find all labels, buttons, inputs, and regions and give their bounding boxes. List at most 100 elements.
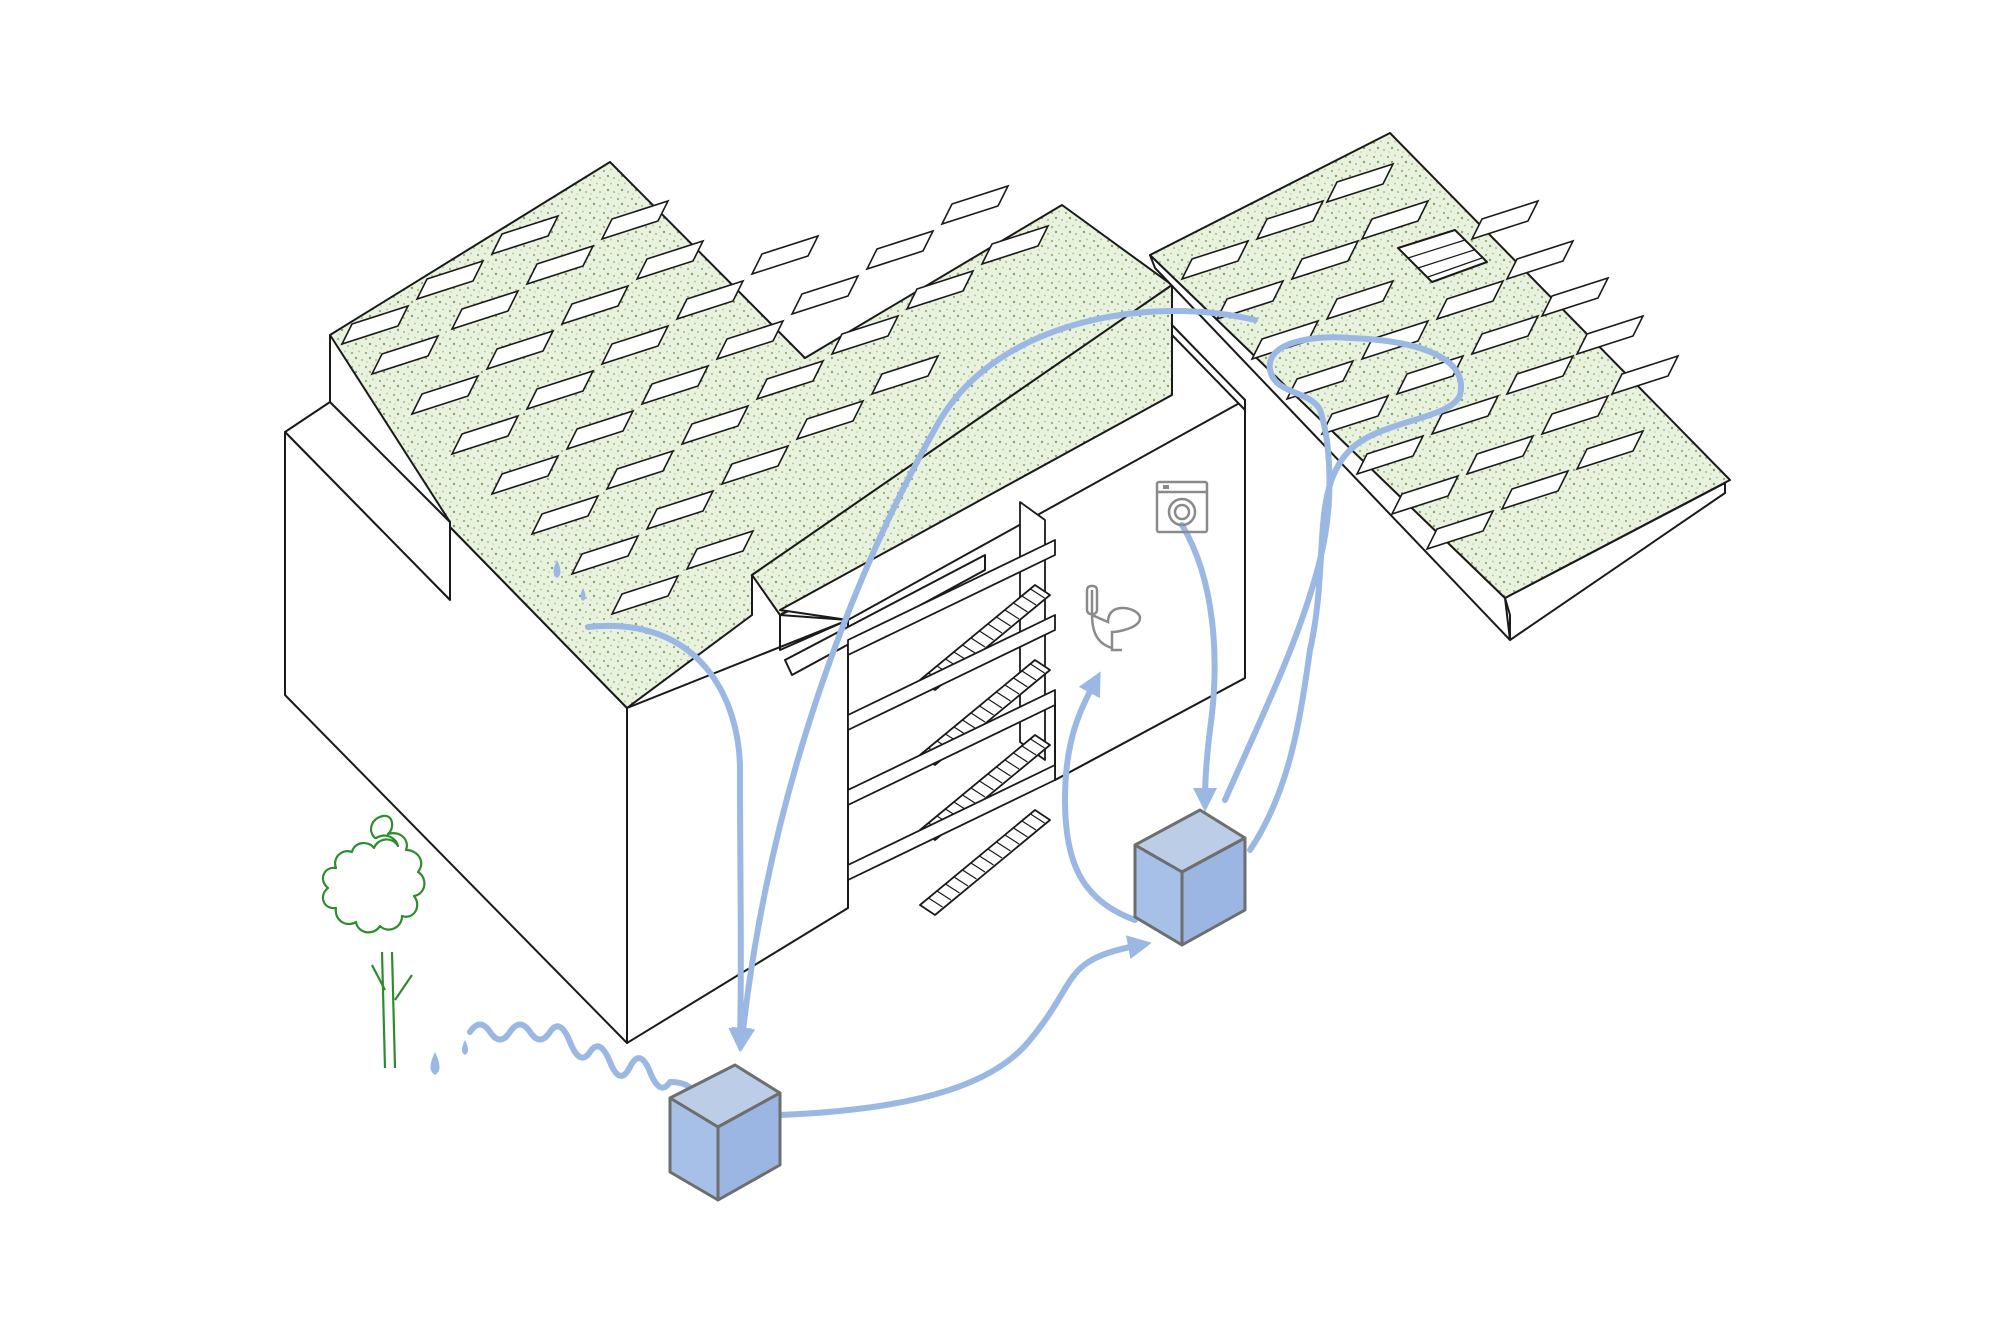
skylight (410, 374, 480, 416)
skylight (1435, 279, 1505, 321)
stair-tread (928, 897, 943, 908)
skylight (1355, 434, 1425, 476)
tank-to-annex-loop-flow (1222, 334, 1465, 853)
stair-tread (962, 794, 977, 805)
skylight (750, 234, 820, 276)
stair-tread (996, 841, 1011, 852)
skylight (1500, 469, 1570, 511)
skylight (525, 244, 595, 286)
stair-tread (1021, 595, 1037, 606)
skylight (1505, 239, 1575, 281)
tank-to-toilet-flow (1062, 671, 1138, 923)
stair-tread (970, 637, 986, 648)
stair-tread (953, 876, 969, 887)
annex-rain-flow (731, 308, 1258, 1052)
stair-tread (1004, 759, 1020, 770)
skylight (685, 529, 755, 571)
skylight (490, 214, 560, 256)
water-tank-icon (1133, 808, 1247, 947)
skylight (1575, 429, 1645, 471)
stair-tread (987, 623, 1003, 634)
skylight (485, 329, 555, 371)
stair-tread (1030, 588, 1045, 599)
cistern-to-tank-flow (777, 935, 1152, 1118)
skylight (605, 449, 675, 491)
stair-tread (1030, 663, 1045, 674)
roof-parapet-right (1171, 324, 1246, 411)
skylight (1430, 394, 1500, 436)
stair-flights (847, 539, 1056, 916)
skylight (715, 319, 785, 361)
stair-tread (970, 862, 986, 873)
skylight (1465, 434, 1535, 476)
stair-tread (979, 855, 994, 866)
skylight (530, 494, 600, 536)
skylight (830, 314, 900, 356)
stair-tread (979, 630, 994, 641)
stair-tread (1013, 752, 1028, 763)
stair-tread (970, 712, 986, 723)
washer-to-tank-flow (1179, 522, 1218, 812)
skylight (600, 324, 670, 366)
skylight (415, 259, 485, 301)
stair-tread (996, 691, 1011, 702)
skylight (980, 224, 1050, 266)
stair-tread (1030, 738, 1045, 749)
stair-landing (847, 614, 1056, 731)
stair-tread (1013, 827, 1028, 838)
stair-tread (962, 644, 977, 655)
stair-tread (979, 780, 994, 791)
stair-tread (945, 883, 960, 894)
annex-roof-hatch (1397, 229, 1488, 283)
skylight (640, 364, 710, 406)
skylight (1360, 199, 1430, 241)
water-tank-icon (668, 1063, 782, 1202)
main-building (284, 161, 1246, 1044)
skylight (680, 404, 750, 446)
stair-landing (847, 764, 1056, 881)
stair-landing (847, 539, 1056, 656)
skylight (1325, 162, 1395, 204)
roof-rain-flow (585, 622, 753, 1052)
stair-tower (847, 501, 1056, 916)
skylight (1470, 199, 1540, 241)
skylight (1505, 354, 1575, 396)
skylight (645, 489, 715, 531)
stair-tread (1021, 670, 1037, 681)
stair-tread (996, 766, 1011, 777)
raindrop-icon (553, 560, 586, 601)
stair-tread (987, 698, 1003, 709)
skylight (1425, 509, 1495, 551)
skylight (1540, 276, 1610, 318)
skylight (870, 354, 940, 396)
skylight (600, 199, 670, 241)
stair-tread (936, 890, 952, 901)
skylight (610, 574, 680, 616)
skylight (560, 284, 630, 326)
skylight (1470, 314, 1540, 356)
skylight (370, 334, 440, 376)
skylight (720, 444, 790, 486)
main-roof-skylights (340, 184, 1050, 616)
skylight (570, 534, 640, 576)
skylight (450, 414, 520, 456)
toilet-icon (1085, 584, 1142, 652)
tree-icon (321, 814, 426, 1069)
annex-roof-skylights (1180, 162, 1680, 551)
skylight (795, 399, 865, 441)
stair-tread (987, 773, 1003, 784)
skylight (1290, 239, 1360, 281)
stair-tread (1004, 834, 1020, 845)
skylight (565, 409, 635, 451)
skylight (525, 369, 595, 411)
stair-tread (970, 787, 986, 798)
skylight (790, 274, 860, 316)
skylight (865, 229, 935, 271)
stair-tread (962, 869, 977, 880)
skylight (1575, 314, 1645, 356)
skylight (635, 239, 705, 281)
stair-tread (962, 719, 977, 730)
skylight (1610, 354, 1680, 396)
skylight (905, 269, 975, 311)
